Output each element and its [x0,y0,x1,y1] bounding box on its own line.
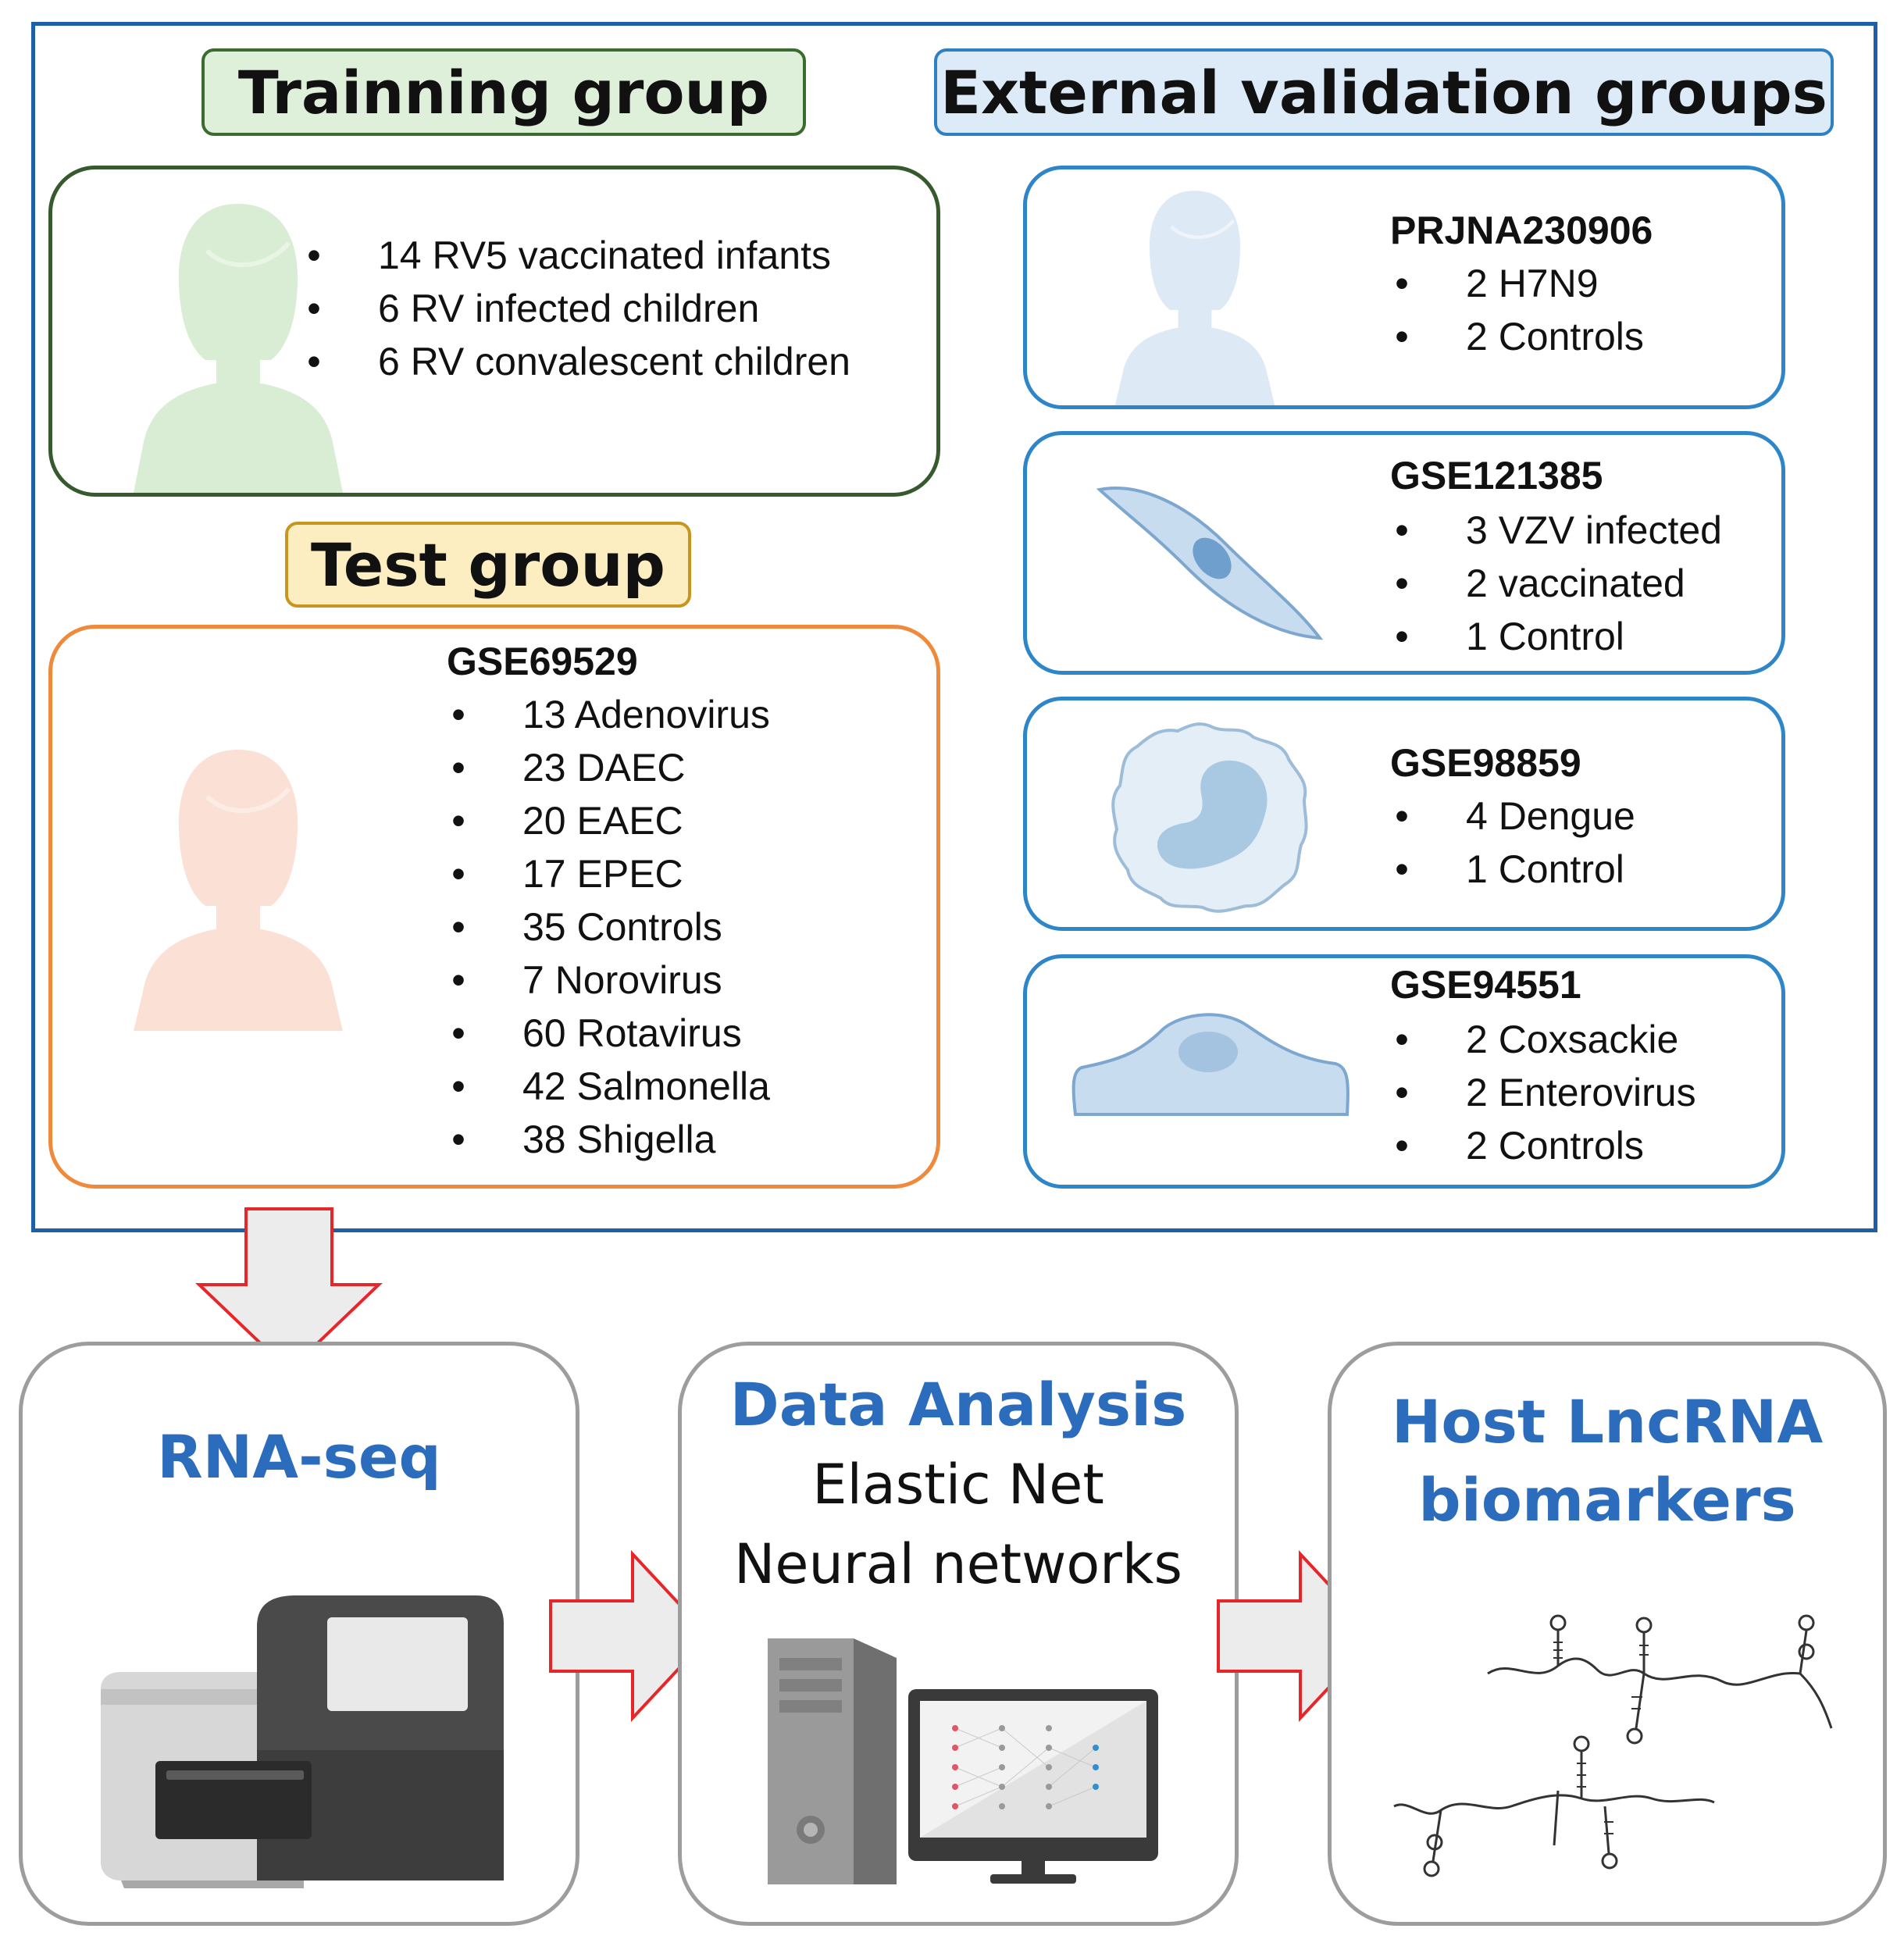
right-arrow-icon [549,1550,711,1722]
training-group-header: Trainning group [201,48,806,136]
list-item-text: 2 Coxsackie [1466,1018,1679,1061]
validation-dataset-id: GSE98859 [1390,741,1581,785]
list-item-text: 2 vaccinated [1466,561,1685,605]
validation-dataset-id: GSE121385 [1390,454,1603,497]
data-analysis-stage-box: Data Analysis Elastic Net Neural network… [678,1342,1239,1926]
test-dataset-id: GSE69529 [447,640,638,683]
list-item-text: 13 Adenovirus [522,693,770,736]
list-item-text: 60 Rotavirus [522,1011,742,1055]
external-validation-header: External validation groups [934,48,1834,136]
monocyte-cell-icon [1111,722,1308,913]
test-group-box: GSE69529 •13 Adenovirus •23 DAEC •20 EAE… [48,625,940,1189]
list-item-text: 2 Controls [1466,1124,1644,1168]
test-group-header: Test group [285,522,691,608]
list-item-text: 2 H7N9 [1466,262,1599,305]
method-elastic-net: Elastic Net [812,1453,1104,1517]
biomarkers-title-line1: Host LncRNA [1391,1387,1824,1456]
list-item-text: 20 EAEC [522,799,683,843]
validation-group-box: GSE94551 •2 Coxsackie •2 Enterovirus •2 … [1023,954,1785,1189]
lncrna-structure-icon [1393,1614,1833,1877]
data-analysis-title: Data Analysis [729,1370,1187,1439]
validation-dataset-id: GSE94551 [1390,963,1581,1007]
sequencer-icon [101,1595,504,1888]
list-item-text: 6 RV infected children [378,287,760,330]
list-item-text: 6 RV convalescent children [378,340,850,383]
person-icon [1114,191,1275,405]
validation-group-box: GSE121385 •3 VZV infected •2 vaccinated … [1023,431,1785,675]
validation-group-box: PRJNA230906 •2 H7N9 •2 Controls [1023,166,1785,409]
list-item-text: 1 Control [1466,847,1624,891]
study-groups-frame [31,22,1877,1232]
biomarkers-title-line2: biomarkers [1418,1465,1796,1535]
biomarkers-stage-box: Host LncRNA biomarkers [1328,1342,1887,1926]
training-group-box: •14 RV5 vaccinated infants •6 RV infecte… [48,166,940,497]
list-item-text: 2 Controls [1466,315,1644,358]
list-item-text: 4 Dengue [1466,794,1635,838]
list-item-text: 42 Salmonella [522,1064,770,1108]
list-item-text: 38 Shigella [522,1118,716,1161]
list-item-text: 3 VZV infected [1466,508,1722,552]
method-neural-networks: Neural networks [734,1532,1182,1596]
epithelial-cell-icon [1071,1013,1350,1116]
list-item-text: 17 EPEC [522,852,683,896]
person-icon [134,204,343,493]
validation-dataset-id: PRJNA230906 [1390,209,1653,252]
list-item-text: 2 Enterovirus [1466,1071,1696,1114]
rnaseq-stage-box: RNA-seq [19,1342,579,1926]
list-item-text: 23 DAEC [522,746,686,790]
list-item-text: 14 RV5 vaccinated infants [378,234,832,277]
down-arrow-icon [195,1207,383,1373]
validation-group-box: GSE98859 •4 Dengue •1 Control [1023,697,1785,931]
computer-icon [768,1638,1158,1884]
list-item-text: 35 Controls [522,905,722,949]
rnaseq-title: RNA-seq [157,1422,441,1492]
list-item-text: 7 Norovirus [522,958,722,1002]
list-item-text: 1 Control [1466,615,1624,658]
spindle-cell-icon [1096,487,1324,640]
person-icon [134,750,343,1031]
